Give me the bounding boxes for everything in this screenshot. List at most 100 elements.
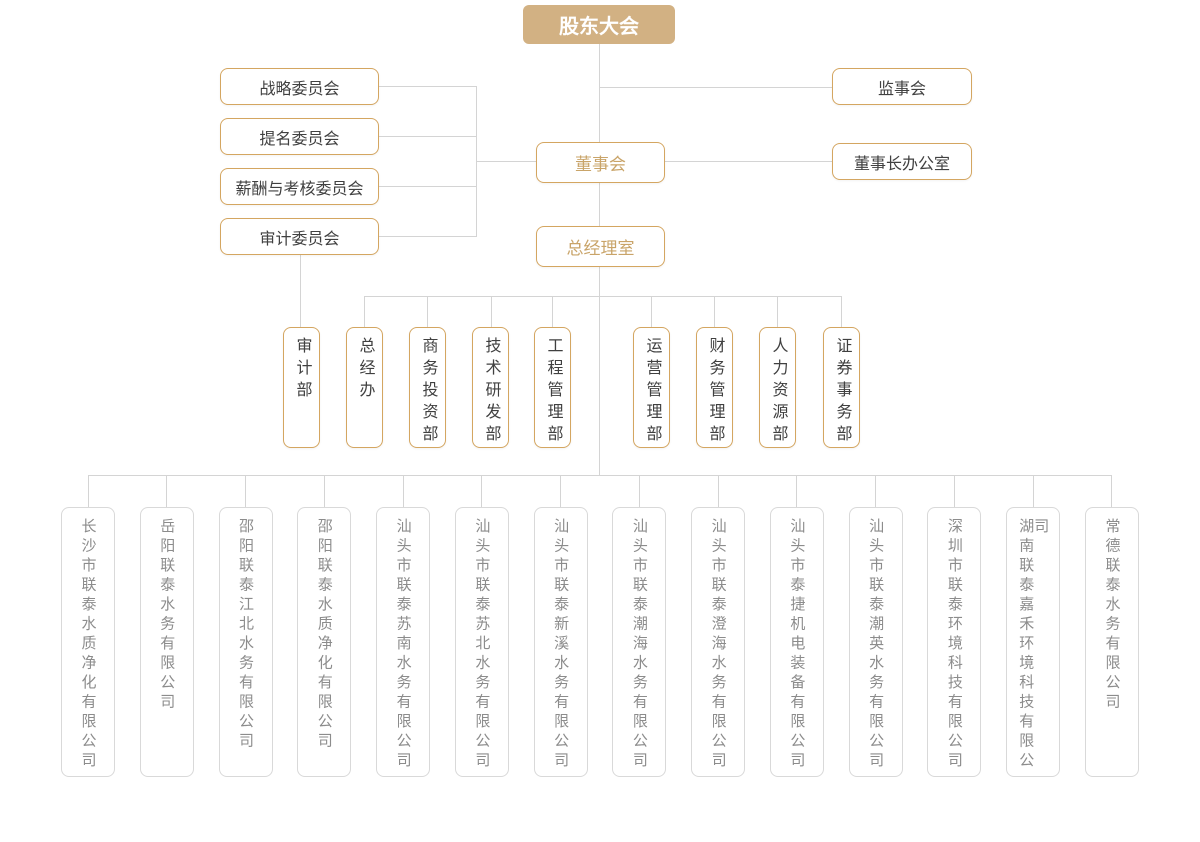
node-label: 证券事务部 [833, 337, 851, 447]
node-company-shantou-subei: 汕头市联泰苏北水务有限公司 [454, 507, 509, 777]
connector-line [491, 296, 492, 327]
node-label: 深圳市联泰环境科技有限公司 [945, 518, 963, 772]
company-cell: 汕头市联泰新溪水务有限公司 [533, 475, 588, 777]
connector-line [651, 296, 652, 327]
node-label: 汕头市联泰新溪水务有限公司 [552, 518, 570, 772]
connector-line [777, 296, 778, 327]
connector-line [875, 475, 877, 507]
connector-line [953, 475, 955, 507]
node-company-yueyang-liantai: 岳阳联泰水务有限公司 [139, 507, 194, 777]
connector-line [427, 296, 428, 327]
node-strategy-committee: 战略委员会 [220, 68, 379, 105]
connector-line [379, 186, 476, 187]
node-label: 总经理室 [566, 239, 635, 258]
connector-line [552, 296, 553, 327]
connector-line [300, 255, 301, 327]
node-label: 审计部 [293, 337, 311, 403]
connector-line [1032, 475, 1034, 507]
connector-line [87, 475, 89, 507]
connector-line [599, 267, 600, 475]
node-dept-securities-affairs: 证券事务部 [823, 327, 860, 448]
company-cell: 汕头市联泰潮海水务有限公司 [612, 475, 667, 777]
node-company-shantou-chenghai: 汕头市联泰澄海水务有限公司 [691, 507, 746, 777]
node-chairman-office: 董事长办公室 [832, 143, 972, 180]
connector-line [379, 236, 476, 237]
node-label: 股东大会 [559, 16, 639, 38]
company-cell: 岳阳联泰水务有限公司 [139, 475, 194, 777]
node-company-shenzhen-liantai: 深圳市联泰环境科技有限公司 [927, 507, 982, 777]
connector-line [379, 136, 476, 137]
connector-line [481, 475, 483, 507]
node-label: 监事会 [877, 80, 926, 98]
node-label: 汕头市联泰苏北水务有限公司 [473, 518, 491, 772]
connector-line [714, 296, 715, 327]
node-company-changde-liantai: 常德联泰水务有限公司 [1084, 507, 1139, 777]
node-dept-human-resources: 人力资源部 [759, 327, 796, 448]
company-cell: 汕头市联泰潮英水务有限公司 [848, 475, 903, 777]
node-general-manager-office: 总经理室 [536, 226, 665, 267]
subsidiaries-row: 长沙市联泰水质净化有限公司 岳阳联泰水务有限公司 邵阳联泰江北水务有限公司 邵阳… [61, 475, 1139, 777]
node-dept-gm-admin: 总经办 [346, 327, 383, 448]
node-nomination-committee: 提名委员会 [220, 118, 379, 155]
company-cell: 深圳市联泰环境科技有限公司 [927, 475, 982, 777]
node-company-shantou-sunan: 汕头市联泰苏南水务有限公司 [376, 507, 431, 777]
node-company-hunan-jiahe: 湖南联泰嘉禾环境科技有限公司 [1006, 507, 1061, 777]
connector-line [599, 87, 832, 88]
company-cell: 邵阳联泰江北水务有限公司 [218, 475, 273, 777]
node-label: 常德联泰水务有限公司 [1103, 518, 1121, 713]
node-company-changsha-liantai: 长沙市联泰水质净化有限公司 [61, 507, 115, 777]
node-label: 总经办 [356, 337, 374, 403]
connector-line [323, 475, 325, 507]
node-board-of-directors: 董事会 [536, 142, 665, 183]
node-label: 战略委员会 [259, 80, 340, 98]
node-label: 邵阳联泰水质净化有限公司 [315, 518, 333, 752]
node-supervisory-board: 监事会 [832, 68, 972, 105]
node-label: 财务管理部 [706, 337, 724, 447]
node-label: 董事长办公室 [853, 155, 950, 173]
node-label: 薪酬与考核委员会 [235, 180, 364, 198]
node-remuneration-assessment-committee: 薪酬与考核委员会 [220, 168, 379, 205]
connector-line [476, 161, 536, 162]
connector-line [88, 475, 1112, 476]
connector-line [364, 296, 365, 327]
company-cell: 汕头市联泰苏北水务有限公司 [454, 475, 509, 777]
node-label: 商务投资部 [419, 337, 437, 447]
node-label: 运营管理部 [643, 337, 661, 447]
company-cell: 常德联泰水务有限公司 [1084, 475, 1139, 777]
node-label: 汕头市联泰澄海水务有限公司 [709, 518, 727, 772]
node-label: 提名委员会 [259, 130, 340, 148]
node-dept-engineering-management: 工程管理部 [534, 327, 571, 448]
node-label: 汕头市泰捷机电装备有限公司 [788, 518, 806, 772]
node-company-shantou-chaohai: 汕头市联泰潮海水务有限公司 [612, 507, 667, 777]
node-label: 技术研发部 [482, 337, 500, 447]
node-label: 岳阳联泰水务有限公司 [158, 518, 176, 713]
connector-line [402, 475, 404, 507]
node-label: 汕头市联泰潮海水务有限公司 [630, 518, 648, 772]
node-label: 人力资源部 [769, 337, 787, 447]
node-dept-business-investment: 商务投资部 [409, 327, 446, 448]
node-label: 湖南联泰嘉禾环境科技有限公司 [1017, 518, 1050, 772]
company-cell: 汕头市联泰澄海水务有限公司 [691, 475, 746, 777]
connector-line [379, 86, 476, 87]
connector-line [841, 296, 842, 327]
node-label: 审计委员会 [259, 230, 340, 248]
node-audit-committee: 审计委员会 [220, 218, 379, 255]
node-label: 邵阳联泰江北水务有限公司 [237, 518, 255, 752]
node-dept-audit: 审计部 [283, 327, 320, 448]
connector-line [166, 475, 168, 507]
company-cell: 湖南联泰嘉禾环境科技有限公司 [1006, 475, 1061, 777]
node-company-shantou-chaoying: 汕头市联泰潮英水务有限公司 [848, 507, 903, 777]
subsidiaries-cells: 长沙市联泰水质净化有限公司 岳阳联泰水务有限公司 邵阳联泰江北水务有限公司 邵阳… [61, 475, 1139, 777]
node-label: 工程管理部 [544, 337, 562, 447]
node-company-shaoyang-jiangbei: 邵阳联泰江北水务有限公司 [218, 507, 273, 777]
node-dept-finance-management: 财务管理部 [696, 327, 733, 448]
company-cell: 汕头市联泰苏南水务有限公司 [376, 475, 431, 777]
node-dept-operations-management: 运营管理部 [633, 327, 670, 448]
connector-line [245, 475, 247, 507]
connector-line [364, 296, 842, 297]
node-company-shaoyang-purification: 邵阳联泰水质净化有限公司 [297, 507, 352, 777]
company-cell: 邵阳联泰水质净化有限公司 [297, 475, 352, 777]
company-cell: 汕头市泰捷机电装备有限公司 [769, 475, 824, 777]
connector-line [717, 475, 719, 507]
